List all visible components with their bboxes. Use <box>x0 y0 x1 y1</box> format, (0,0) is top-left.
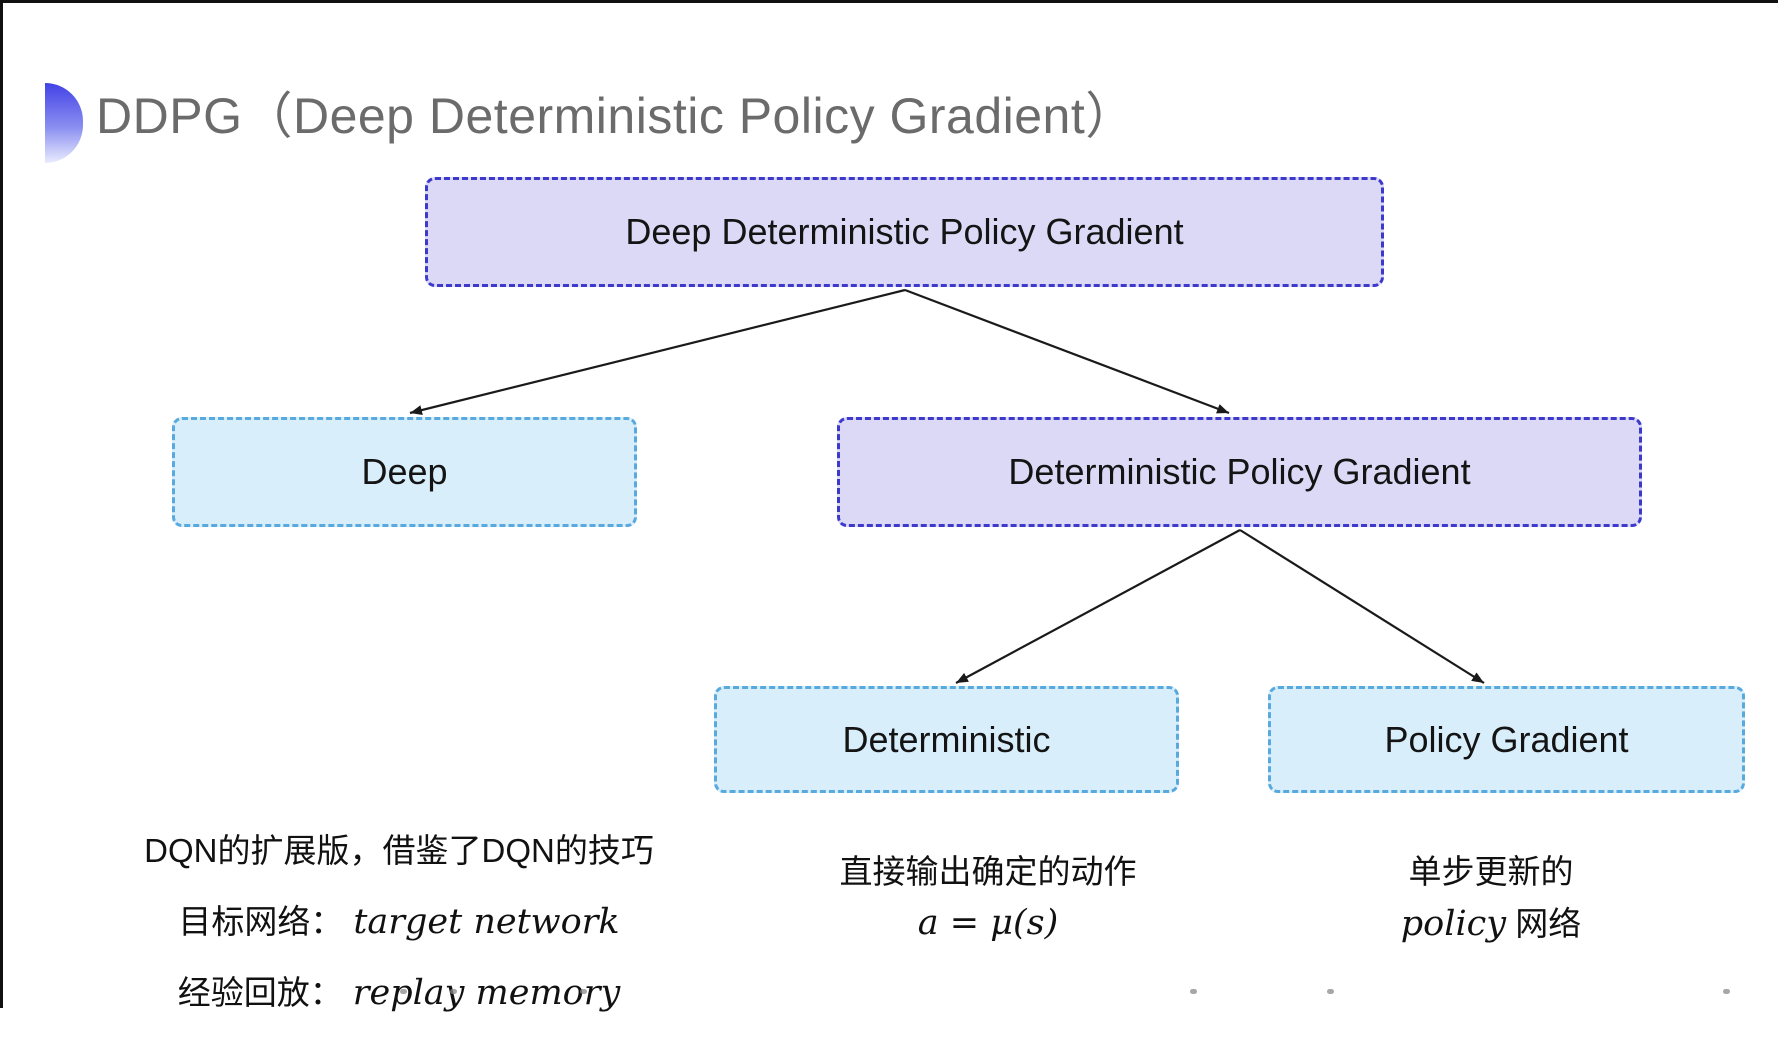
annotation-text: DQN的扩展版，借鉴了DQN的技巧 <box>144 832 654 869</box>
arrow-root-to-deep <box>409 288 906 415</box>
node-deterministic-policy-gradient: Deterministic Policy Gradient <box>837 417 1642 527</box>
annotation-policy-gradient: 单步更新的 policy 网络 <box>1291 849 1691 953</box>
page-title: DDPG（Deep Deterministic Policy Gradient） <box>96 88 1136 144</box>
annotation-label: 目标网络： <box>178 903 344 940</box>
annotation-label: 经验回放： <box>177 974 343 1011</box>
annotation-line: policy 网络 <box>1291 901 1691 953</box>
node-label: Deterministic Policy Gradient <box>1008 451 1471 492</box>
node-deep-deterministic-policy-gradient: Deep Deterministic Policy Gradient <box>425 177 1384 287</box>
node-label: Deep <box>361 451 448 492</box>
annotation-term: target network <box>353 902 620 942</box>
frame-border-left <box>0 0 3 1008</box>
annotation-deterministic: 直接输出确定的动作 a = μ(s) <box>738 849 1238 952</box>
annotation-line: 目标网络：target network <box>121 890 677 961</box>
node-deep: Deep <box>172 417 637 527</box>
frame-border-top <box>0 0 1778 3</box>
annotation-line: a = μ(s) <box>738 901 1238 952</box>
node-deterministic: Deterministic <box>714 686 1179 793</box>
capture-artifact <box>580 989 587 994</box>
annotation-text: 网络 <box>1506 905 1582 942</box>
capture-artifact <box>1327 989 1334 994</box>
annotation-line: 直接输出确定的动作 <box>738 849 1238 901</box>
annotation-line: DQN的扩展版，借鉴了DQN的技巧 <box>121 819 677 890</box>
arrow-dpg-to-policy-gradient <box>1239 529 1485 684</box>
annotation-text: 直接输出确定的动作 <box>839 853 1137 890</box>
capture-artifact <box>450 989 457 994</box>
arrow-dpg-to-deterministic <box>955 529 1241 684</box>
node-label: Deep Deterministic Policy Gradient <box>625 211 1184 252</box>
title-bullet-icon <box>45 83 83 163</box>
capture-artifact <box>400 989 407 994</box>
annotation-term: policy <box>1400 904 1507 944</box>
node-label: Deterministic <box>842 718 1051 760</box>
annotation-text: 单步更新的 <box>1408 853 1574 890</box>
annotation-term: replay memory <box>352 973 621 1013</box>
node-policy-gradient: Policy Gradient <box>1268 686 1745 793</box>
formula: a = μ(s) <box>917 903 1059 943</box>
node-label: Policy Gradient <box>1384 718 1629 760</box>
capture-artifact <box>1190 989 1197 994</box>
arrow-root-to-dpg <box>904 288 1230 415</box>
annotation-line: 经验回放：replay memory <box>121 961 677 1032</box>
annotation-line: 单步更新的 <box>1291 849 1691 901</box>
capture-artifact <box>1723 989 1730 994</box>
annotation-deep: DQN的扩展版，借鉴了DQN的技巧 目标网络：target network 经验… <box>121 819 677 1032</box>
